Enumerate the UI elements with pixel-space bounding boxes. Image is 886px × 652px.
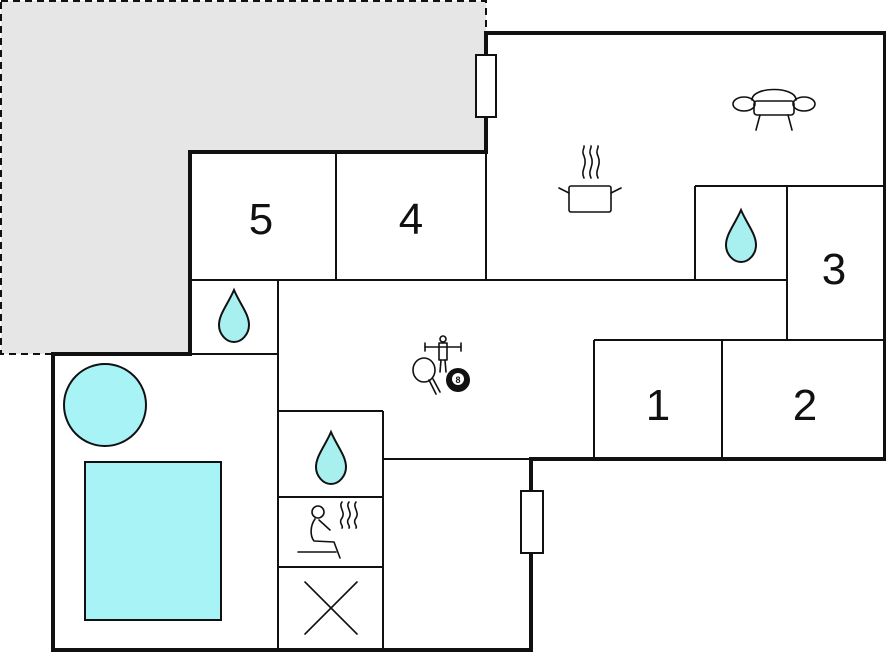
door-icon bbox=[475, 54, 497, 118]
table-tennis-icon bbox=[412, 357, 441, 395]
billiard-ball-number: 8 bbox=[455, 375, 460, 385]
room-2-label: 2 bbox=[793, 381, 817, 430]
hot-tub-icon bbox=[63, 363, 147, 447]
room-1-label: 1 bbox=[646, 381, 670, 430]
pool-icon bbox=[84, 461, 222, 621]
interior-walls bbox=[190, 152, 885, 650]
room-4-label: 4 bbox=[399, 195, 423, 244]
sofa-icon bbox=[732, 88, 816, 131]
table-football-icon bbox=[424, 335, 462, 373]
water-drop-icon bbox=[314, 429, 348, 486]
room-3-label: 3 bbox=[822, 245, 846, 294]
billiard-ball-icon: 8 bbox=[446, 368, 470, 392]
door-icon bbox=[520, 490, 544, 554]
sauna-icon bbox=[297, 501, 358, 559]
terrace-area bbox=[0, 0, 487, 355]
water-drop-icon bbox=[217, 287, 251, 344]
room-5-label: 5 bbox=[249, 195, 273, 244]
cooking-pot-icon bbox=[558, 145, 622, 213]
utility-cross-icon bbox=[304, 581, 358, 635]
outer-wall bbox=[51, 31, 886, 652]
water-drop-icon bbox=[724, 207, 758, 264]
